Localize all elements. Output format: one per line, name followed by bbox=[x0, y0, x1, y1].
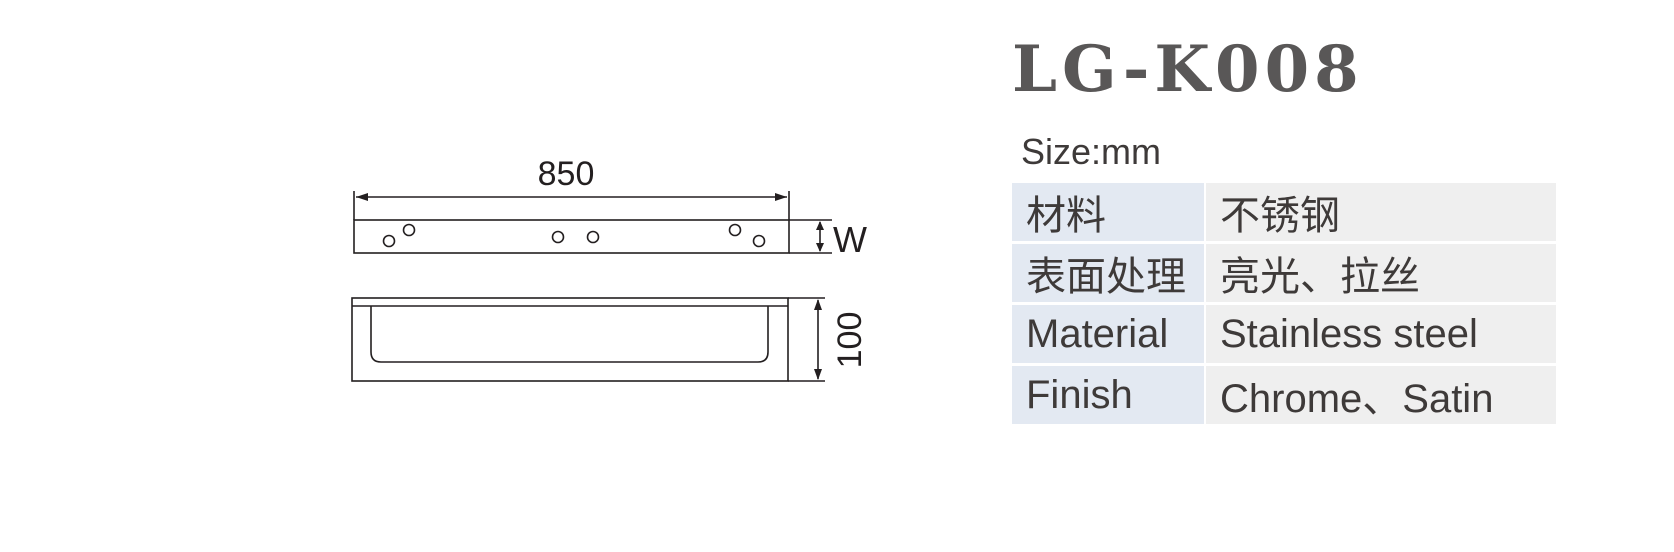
mount-hole bbox=[402, 223, 416, 237]
top-view-body bbox=[353, 219, 790, 254]
front-view-rail bbox=[370, 306, 769, 363]
mount-hole bbox=[586, 230, 600, 244]
mount-hole bbox=[728, 223, 742, 237]
spec-key: Material bbox=[1012, 305, 1204, 363]
w-arrow-bottom bbox=[816, 243, 824, 252]
product-model-title: LG-K008 bbox=[1012, 32, 1364, 107]
spec-value: Stainless steel bbox=[1206, 305, 1556, 363]
spec-key: 表面处理 bbox=[1012, 244, 1204, 302]
height-arrow-top bbox=[814, 299, 822, 310]
spec-table: 材料 不锈钢 表面处理 亮光、拉丝 Material Stainless ste… bbox=[1010, 180, 1558, 427]
w-arrow-top bbox=[816, 221, 824, 230]
spec-key: Finish bbox=[1012, 366, 1204, 424]
spec-row: Finish Chrome、Satin bbox=[1012, 366, 1556, 424]
mount-hole bbox=[382, 234, 396, 248]
mount-hole bbox=[752, 234, 766, 248]
mount-hole bbox=[551, 230, 565, 244]
front-view bbox=[351, 297, 825, 382]
length-arrow-left bbox=[356, 193, 368, 201]
height-label: 100 bbox=[831, 312, 869, 369]
front-view-body bbox=[351, 297, 789, 382]
spec-row: 材料 不锈钢 bbox=[1012, 183, 1556, 241]
spec-row: 表面处理 亮光、拉丝 bbox=[1012, 244, 1556, 302]
top-view bbox=[353, 191, 832, 254]
spec-value: 不锈钢 bbox=[1206, 183, 1556, 241]
height-arrow-bottom bbox=[814, 369, 822, 380]
length-arrow-right bbox=[775, 193, 787, 201]
size-unit-label: Size:mm bbox=[1021, 131, 1162, 172]
spec-value: 亮光、拉丝 bbox=[1206, 244, 1556, 302]
spec-value: Chrome、Satin bbox=[1206, 366, 1556, 424]
width-label: W bbox=[833, 219, 867, 260]
spec-row: Material Stainless steel bbox=[1012, 305, 1556, 363]
length-label: 850 bbox=[538, 155, 595, 193]
spec-key: 材料 bbox=[1012, 183, 1204, 241]
technical-drawing: 850 W 100 bbox=[351, 155, 869, 382]
